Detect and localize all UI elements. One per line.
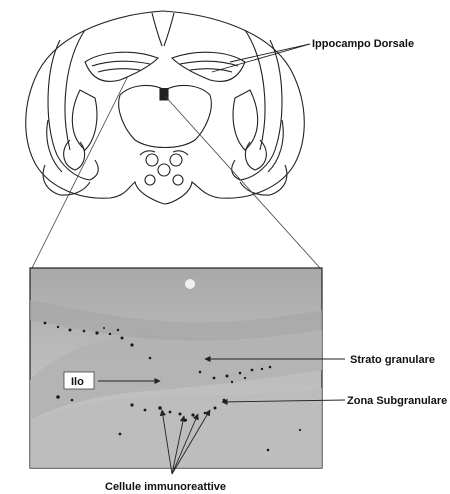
micrograph: [30, 268, 322, 468]
hilus-label: Ilo: [71, 376, 84, 388]
brain-section-drawing: [26, 11, 305, 204]
granular-layer-label: Strato granulare: [350, 354, 435, 366]
subgranular-zone-label: Zona Subgranulare: [347, 395, 447, 407]
brain-outline: [26, 11, 305, 204]
dorsal-hippocampus-right: [172, 52, 245, 81]
dorsal-hippocampus-label: Ippocampo Dorsale: [312, 38, 414, 50]
dorsal-hippocampus-left: [85, 52, 158, 81]
zoom-lines: [32, 76, 320, 268]
immunoreactive-cells-label: Cellule immunoreattive: [105, 481, 226, 493]
